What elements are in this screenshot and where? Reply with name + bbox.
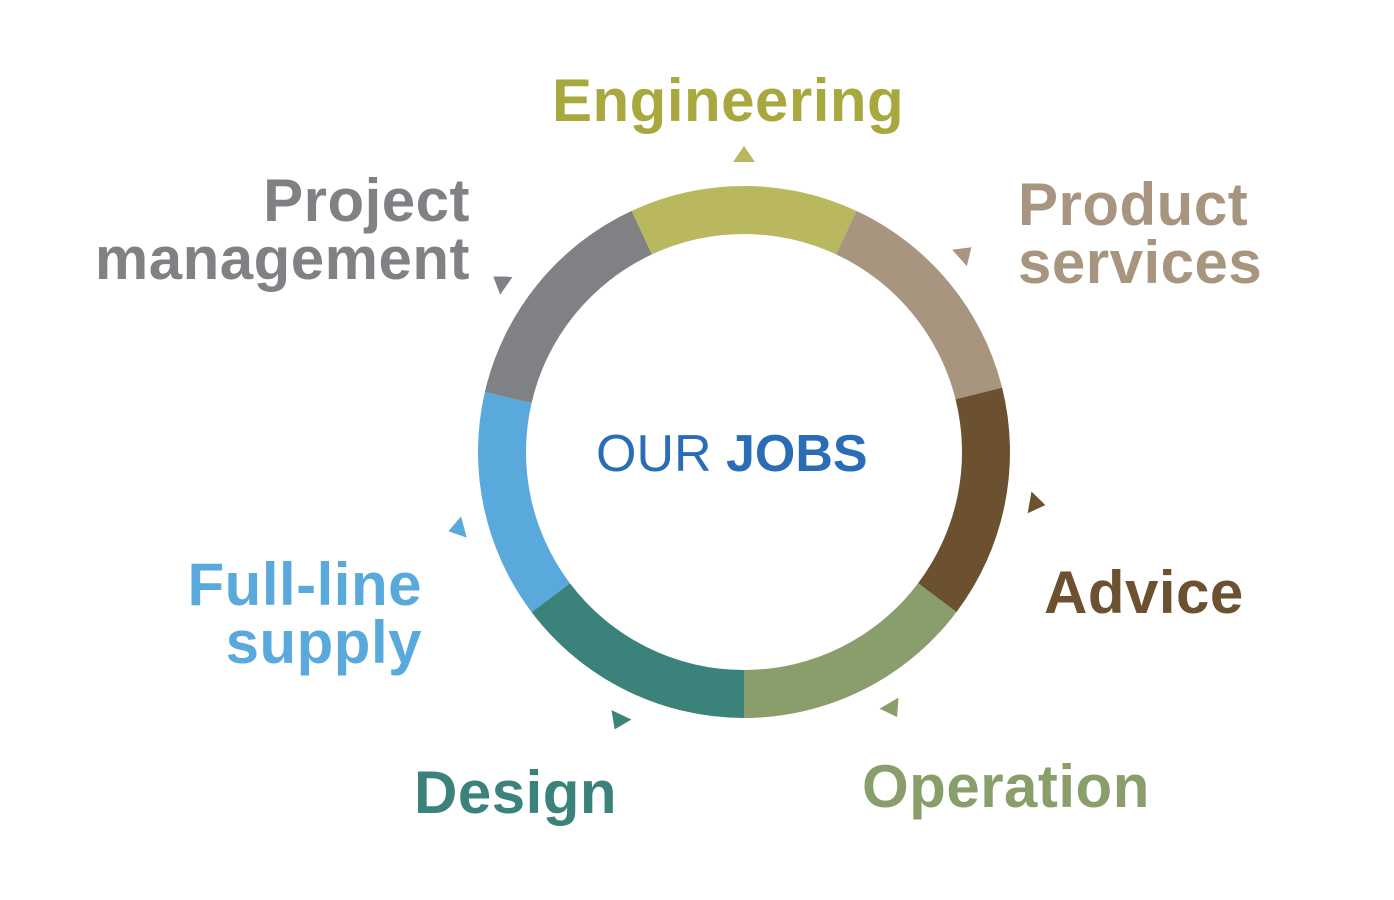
ring-segment-full-line-supply bbox=[477, 392, 570, 613]
label-operation-line-1: Operation bbox=[862, 753, 1150, 820]
label-advice: Advice bbox=[1044, 559, 1244, 626]
ring-segment-project-management bbox=[484, 210, 652, 403]
label-design-line-1: Design bbox=[414, 759, 618, 826]
ring-segment-operation bbox=[744, 583, 957, 718]
label-engineering: Engineering bbox=[552, 67, 905, 134]
label-full-line-supply-line-1: Full-line bbox=[187, 551, 422, 618]
label-project-management-line-1: Project bbox=[263, 167, 470, 234]
center-title-light: OUR bbox=[596, 425, 712, 483]
label-design: Design bbox=[414, 759, 618, 826]
ring-segment-advice bbox=[918, 387, 1010, 613]
label-product-services: Product services bbox=[1018, 171, 1263, 296]
ring-segment-design bbox=[531, 583, 744, 718]
label-engineering-line-1: Engineering bbox=[552, 67, 905, 134]
label-operation: Operation bbox=[862, 753, 1150, 820]
arrow-icon-advice bbox=[1027, 491, 1046, 514]
label-advice-line-1: Advice bbox=[1044, 559, 1244, 626]
ring-segment-engineering bbox=[631, 186, 857, 255]
center-title-bold: JOBS bbox=[726, 425, 868, 483]
arrow-icon-product-services bbox=[952, 247, 972, 267]
arrow-icon-full-line-supply bbox=[448, 516, 467, 538]
label-product-services-line-1: Product bbox=[1018, 171, 1249, 238]
label-product-services-line-2: services bbox=[1018, 229, 1263, 296]
arrow-icon-design bbox=[611, 710, 632, 730]
center-title: OUR JOBS bbox=[596, 424, 868, 484]
label-project-management-line-2: management bbox=[94, 225, 470, 292]
arrow-icon-project-management bbox=[493, 276, 513, 295]
arrow-icon-engineering bbox=[733, 146, 755, 162]
arrow-icon-operation bbox=[879, 697, 899, 718]
label-full-line-supply-line-2: supply bbox=[225, 609, 422, 676]
label-project-management: Project management bbox=[94, 167, 470, 292]
ring-segment-product-services bbox=[836, 210, 1003, 400]
label-full-line-supply: Full-line supply bbox=[187, 551, 422, 676]
